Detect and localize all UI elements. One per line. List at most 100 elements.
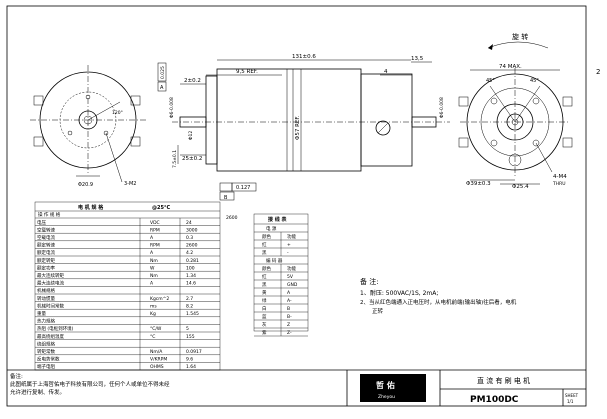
param-value: 5 (186, 326, 189, 332)
d57-label: Φ57 REF. (295, 115, 301, 140)
wiring-function: GND (287, 282, 298, 288)
param-unit: Nm/A (150, 349, 163, 355)
wiring-function: + (287, 242, 291, 248)
wiring-color: 绿 (262, 297, 267, 304)
wiring-color: 黑 (262, 250, 267, 256)
remark-title: 备注: (10, 372, 23, 380)
tol-0-025: 0.025 (160, 66, 166, 79)
side-view: 0.025 A Φ6-0.008 Φ6-0.008 131±0.6 13,5 9… (157, 54, 450, 201)
param-unit: A (150, 235, 154, 241)
wiring-title: 接 线 表 (267, 216, 287, 223)
param-name: 最大连续电流 (37, 280, 64, 287)
param-name: 额定转速 (37, 242, 55, 249)
d39-label: Φ39±0.3 (466, 181, 491, 187)
param-value: 2600 (186, 243, 198, 249)
wiring-color: 颜色 (262, 265, 271, 272)
param-unit: A (150, 281, 154, 287)
param-value: 0.3 (186, 235, 193, 241)
wiring-function: Z- (287, 330, 292, 336)
param-header-left: 电 机 规 格 (78, 204, 104, 211)
d20-9-label: Φ20.9 (78, 182, 93, 188)
param-unit: V/KRPM (150, 357, 167, 363)
notes: 备 注: 1、耐压: 500VAC/1S, 2mA; 2、当从红色端通入正电压时… (360, 277, 517, 315)
title-block: 备注: 此图纸属于上海哲佑电子科技有限公司，任何个人或单位不得未经 允许进行复制… (7, 369, 586, 406)
param-name: 绕组规格 (37, 340, 55, 347)
wiring-function: B- (287, 314, 292, 320)
param-name: 反电势常数 (37, 356, 60, 363)
right-end-view: 旋 转 74 MAX. 45° 45° Φ39±0.3 Φ25.4 4-M4 T… (458, 32, 573, 190)
param-unit: Kg (150, 311, 156, 317)
datum-a-label: A (160, 85, 164, 91)
param-value: 2.7 (186, 296, 193, 302)
param-unit: OHMS (150, 364, 164, 370)
remark-line1: 此图纸属于上海哲佑电子科技有限公司，任何个人或单位不得未经 (10, 380, 170, 388)
param-header-right: @25°C (152, 205, 170, 211)
param-name: 空载转速 (37, 226, 55, 233)
wiring-color: 红 (262, 241, 267, 248)
param-value: 100 (186, 265, 195, 271)
rotation-label: 旋 转 (512, 32, 528, 41)
wiring-color: 灰 (262, 321, 267, 328)
d25-4-label: Φ25.4 (512, 184, 529, 190)
screw-3m2-label: 3-M2 (124, 181, 136, 187)
notes-title: 备 注: (360, 277, 379, 286)
wiring-function: 5V (287, 274, 294, 280)
param-name: 端子电阻 (37, 363, 55, 370)
page-number: 2 (596, 68, 600, 76)
param-value: 155 (186, 334, 195, 340)
wiring-section-header: 编 码 器 (266, 257, 283, 264)
d6-right-label: Φ6-0.008 (439, 97, 445, 118)
d2-label: 2±0.2 (184, 78, 201, 84)
param-name: 热阻 (电枢到环境) (37, 325, 74, 332)
wiring-color: 白 (262, 305, 267, 312)
param-value: 4.2 (186, 250, 193, 256)
notes-line2: 2、当从红色端通入正电压时，从电机前端(输出轴)往后看，电机 (360, 298, 517, 306)
model-number: PM100DC (470, 395, 519, 405)
param-name: 热力规格 (37, 318, 55, 325)
param-unit: VDC (150, 220, 160, 226)
param-name: 电压 (37, 219, 46, 226)
param-name: 空载电流 (37, 234, 55, 241)
sheet-border (6, 5, 587, 407)
wiring-function: 功能 (287, 265, 296, 272)
length-131-label: 131±0.6 (292, 54, 316, 60)
sheet-value: 1/1 (567, 399, 574, 404)
param-unit: W (150, 265, 155, 271)
param-name: 最大连续转矩 (37, 272, 64, 279)
param-name: 额定转矩 (37, 257, 55, 264)
wiring-color: 颜色 (262, 233, 271, 240)
param-name: 额定电流 (37, 249, 55, 256)
d4-label: 4 (384, 69, 388, 75)
param-value: 3000 (186, 227, 198, 233)
d13-5-label: 13,5 (411, 56, 424, 62)
wiring-motor-header: 电 源 (266, 225, 277, 232)
param-unit: °C (150, 334, 155, 340)
wiring-color: 紫 (262, 330, 267, 336)
param-value: 8.2 (186, 303, 193, 309)
wiring-function: 功能 (287, 233, 296, 240)
param-value: 0.281 (186, 258, 199, 264)
param-name: 转矩常数 (37, 348, 55, 355)
param-unit: Nm (150, 273, 158, 279)
param-value: 9.6 (186, 357, 193, 363)
note-2600: 2600 (226, 215, 238, 221)
left-end-view: 120° 3-M2 Φ20.9 (30, 65, 146, 188)
wiring-function: B (287, 306, 290, 312)
param-name: 重量 (37, 310, 46, 317)
product-name: 直 流 有 刷 电 机 (477, 376, 530, 385)
param-value: 24 (186, 220, 192, 226)
param-unit: ms (150, 304, 157, 309)
datum-b-label: B (224, 195, 228, 201)
param-unit: °C/W (150, 326, 162, 332)
left-angle-label: 120° (112, 110, 123, 116)
company-logo (360, 374, 426, 402)
param-unit: A (150, 250, 154, 256)
remark-line2: 允许进行复制、传发。 (10, 388, 65, 396)
screw-4m4-label: 4-M4 (553, 174, 567, 180)
wiring-color: 红 (262, 273, 267, 280)
logo-sub: Zheyou (378, 394, 395, 400)
wiring-function: A- (287, 298, 292, 304)
d25-label: 25±0.2 (182, 156, 202, 162)
